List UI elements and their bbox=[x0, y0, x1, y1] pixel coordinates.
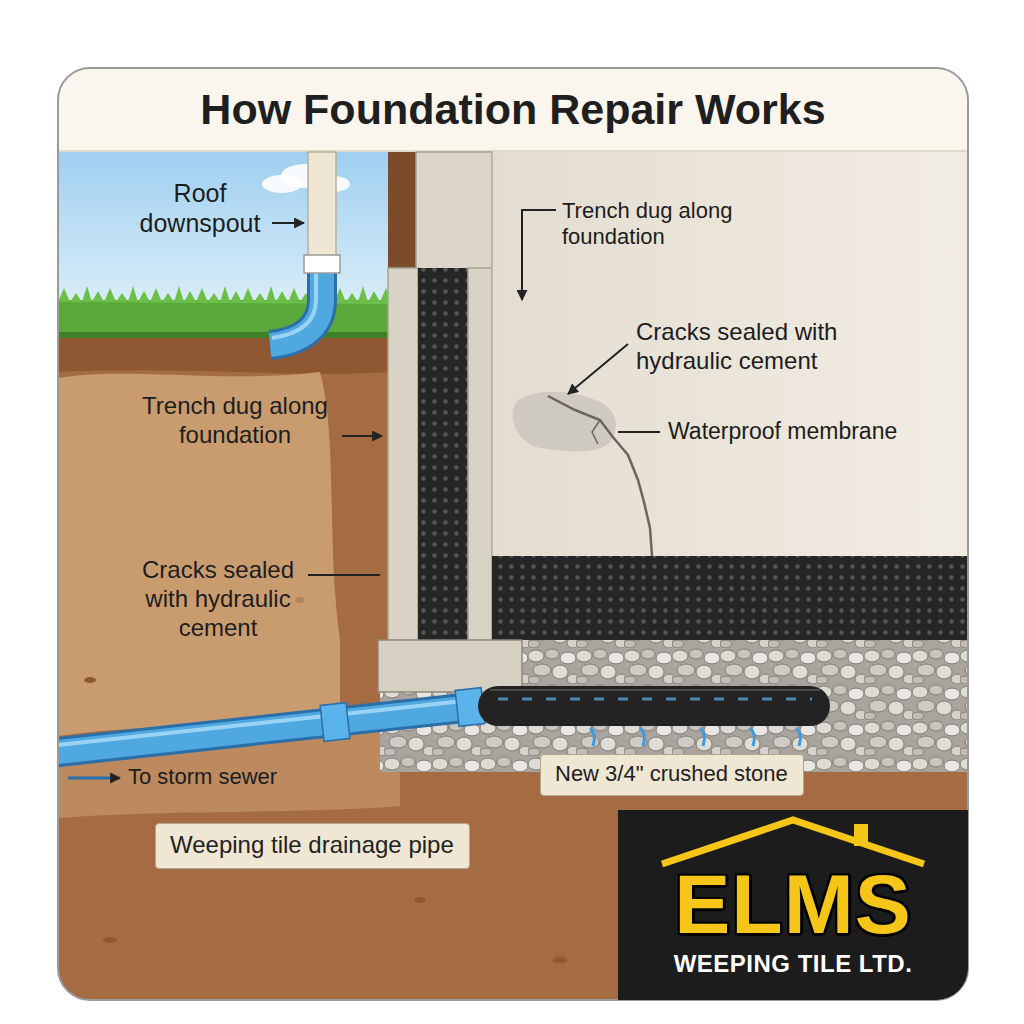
card-illustration bbox=[568, 344, 628, 394]
card-illustration bbox=[468, 268, 492, 642]
card-illustration bbox=[58, 699, 482, 747]
card-illustration bbox=[308, 574, 380, 576]
card-illustration bbox=[553, 957, 567, 963]
card-illustration bbox=[592, 420, 600, 444]
callout-label: Trench dug along foundation bbox=[562, 198, 762, 251]
card-illustration bbox=[58, 332, 390, 338]
card-illustration bbox=[58, 706, 482, 754]
card-illustration bbox=[750, 728, 754, 746]
title-rule bbox=[58, 150, 968, 152]
label-box: New 3/4" crushed stone bbox=[540, 754, 804, 796]
downspout bbox=[270, 152, 340, 345]
card-illustration bbox=[416, 152, 492, 270]
title-slot: How Foundation Repair Works bbox=[58, 84, 968, 136]
card-illustration bbox=[84, 677, 96, 683]
leader-lines bbox=[68, 210, 660, 778]
card-illustration bbox=[478, 686, 830, 726]
card-illustration bbox=[272, 272, 316, 338]
label-slot: Cracks sealed with hydraulic cement bbox=[118, 556, 318, 642]
footing bbox=[378, 640, 522, 692]
sky bbox=[58, 152, 390, 342]
card-border bbox=[58, 68, 968, 1000]
weeping-tile-pipe bbox=[478, 686, 830, 726]
diagram-title: How Foundation Repair Works bbox=[58, 84, 968, 136]
label-slot: Roof downspout bbox=[110, 178, 290, 238]
card-illustration bbox=[58, 152, 390, 342]
card-illustration bbox=[320, 703, 350, 742]
label-slot: Trench dug along foundation bbox=[120, 392, 350, 450]
card-illustration bbox=[103, 937, 117, 943]
card-illustration bbox=[796, 728, 800, 746]
card-illustration bbox=[590, 728, 594, 746]
card-illustration bbox=[58, 300, 390, 338]
card-illustration bbox=[304, 255, 340, 273]
card-illustration bbox=[418, 268, 468, 642]
card-illustration bbox=[58, 336, 390, 374]
card-illustration bbox=[522, 210, 556, 300]
node-subtext: WEEPING TILE LTD. bbox=[618, 950, 968, 979]
card-illustration bbox=[388, 268, 418, 642]
water-drops bbox=[590, 728, 800, 746]
label-slot: Cracks sealed with hydraulic cement bbox=[636, 318, 926, 376]
title-band bbox=[58, 68, 968, 152]
label-slot: To storm sewer bbox=[128, 764, 328, 790]
card-illustration bbox=[58, 68, 968, 1000]
card-illustration bbox=[414, 897, 426, 903]
card-illustration bbox=[490, 689, 820, 691]
card-illustration bbox=[548, 396, 652, 556]
card-illustration bbox=[388, 152, 416, 270]
card-illustration bbox=[270, 268, 322, 345]
card-illustration bbox=[640, 728, 644, 746]
grass bbox=[58, 286, 436, 338]
callout-label: Cracks sealed with hydraulic cement bbox=[636, 318, 926, 376]
horizontal-membrane bbox=[492, 556, 968, 642]
sewer-pipe bbox=[58, 688, 485, 754]
card-illustration bbox=[272, 222, 304, 224]
card-illustration bbox=[498, 698, 812, 701]
node-text: ELMS bbox=[618, 862, 968, 946]
label-slot: Waterproof membrane bbox=[668, 418, 958, 446]
card-illustration bbox=[342, 435, 382, 437]
callout-label: Cracks sealed with hydraulic cement bbox=[118, 556, 318, 642]
callout-label: To storm sewer bbox=[128, 764, 328, 790]
callout-label: Trench dug along foundation bbox=[120, 392, 350, 450]
card-illustration bbox=[308, 152, 336, 262]
card-illustration bbox=[700, 728, 704, 746]
interior-wall bbox=[492, 152, 968, 558]
label-slot: Trench dug along foundation bbox=[562, 198, 762, 251]
card-illustration bbox=[295, 597, 305, 603]
logo-panel: ELMS WEEPING TILE LTD. bbox=[618, 810, 968, 1000]
wall-crack bbox=[513, 392, 652, 556]
card-illustration bbox=[68, 777, 120, 780]
callout-label: Waterproof membrane bbox=[668, 418, 958, 446]
callout-label: Roof downspout bbox=[110, 178, 290, 238]
card-illustration bbox=[270, 268, 322, 345]
card-illustration bbox=[491, 152, 493, 558]
node-text: Weeping tile drainage pipe bbox=[170, 831, 454, 860]
foundation-wall bbox=[388, 152, 492, 642]
card-illustration bbox=[58, 286, 436, 304]
node-text: New 3/4" crushed stone bbox=[555, 761, 788, 787]
card-illustration bbox=[618, 431, 660, 433]
card-illustration bbox=[58, 706, 482, 754]
card-illustration bbox=[492, 152, 968, 558]
label-box: Weeping tile drainage pipe bbox=[155, 823, 470, 869]
logo-roof-line bbox=[662, 820, 924, 864]
